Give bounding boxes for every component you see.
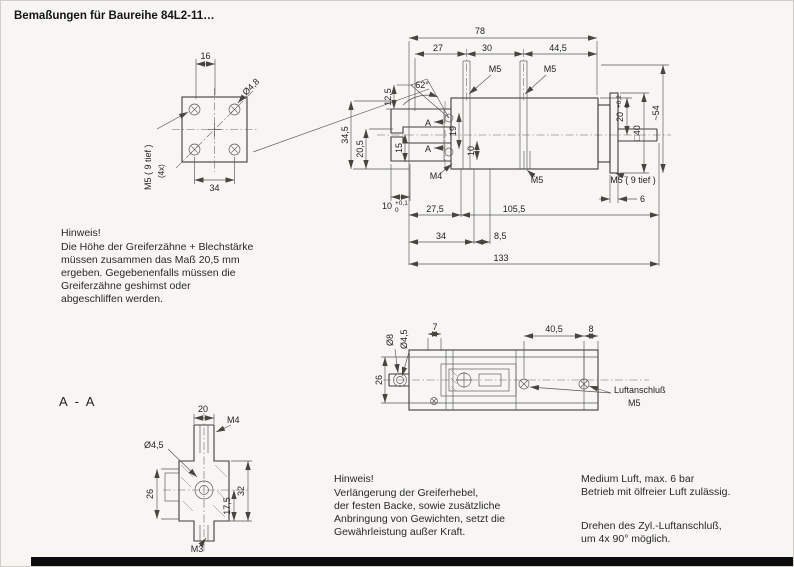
svg-text:0: 0 [624,104,631,108]
dim-15: 15 [394,143,404,153]
dim-10-tol: 10 +0,1 0 [382,200,408,214]
note-gripper-teeth: Hinweis! Die Höhe der Greiferzähne + Ble… [61,227,253,306]
count-4x: (4x) [157,164,166,178]
dia-4-5-section: Ø4,5 [144,440,164,450]
dim-17-5: 17,5 [222,497,232,515]
svg-text:10: 10 [382,201,392,211]
section-mark-a-bottom: A [425,144,431,154]
thread-m5-top-a: M5 [489,64,502,74]
dim-20-section: 20 [198,404,208,414]
dim-27-5: 27,5 [426,204,444,214]
dim-8: 8 [588,324,593,334]
main-geometry [348,35,671,267]
dim-105-5: 105,5 [503,204,526,214]
dim-20-tol: 20 +0,2 0 [615,95,631,122]
air-connection-label: Luftanschluß [614,385,666,395]
note-line: Betrieb mit ölfreier Luft zulässig. [581,486,731,498]
note-line: abgeschliffen werden. [61,293,163,305]
dim-78: 78 [475,26,485,36]
svg-text:0: 0 [395,207,399,214]
note-line: Die Höhe der Greiferzähne + Blechstärke [61,241,254,253]
thread-m5-9tief-right: M5 ( 9 tief ) [610,175,656,185]
section-title: A - A [59,394,96,409]
note-line: ergeben. Gegebenenfalls müssen die [61,267,236,279]
dim-7: 7 [432,322,437,332]
note-line: Verlängerung der Greiferhebel, [334,487,479,499]
dim-26-top-view: 26 [374,375,384,385]
dim-10-vertical: 10 [466,146,476,156]
footer-bar [31,557,793,566]
note-line: Drehen des Zyl.-Luftanschluß, [581,520,722,532]
dim-34: 34 [209,183,219,193]
thread-m5-bottom: M5 [531,175,544,185]
note-line: Medium Luft, max. 6 bar [581,473,695,485]
section-view: A - A [59,394,252,554]
dim-8-5: 8,5 [494,231,507,241]
page-title: Bemaßungen für Baureihe 84L2-11… [14,10,215,22]
dim-20-5: 20,5 [355,140,365,158]
note-heading: Hinweis! [334,473,374,485]
dim-6: 6 [640,194,645,204]
flange-geometry [156,59,430,184]
flange-view: 16 Ø4,8 34 M5 ( 9 tief ) (4x) [143,51,430,193]
dim-34-5: 34,5 [340,126,350,144]
dim-32: 32 [236,486,246,496]
note-heading: Hinweis! [61,227,101,239]
dia-8: Ø8 [385,334,395,346]
svg-text:+0,2: +0,2 [616,95,623,108]
thread-m5-top-b: M5 [544,64,557,74]
section-mark-a-top: A [425,118,431,128]
dim-54: ~54 [651,105,661,120]
dim-34-bottom: 34 [436,231,446,241]
note-line: Anbringung von Gewichten, setzt die [334,513,506,525]
dim-44-5: 44,5 [549,43,567,53]
dia-4-8: Ø4,8 [240,76,261,97]
main-view: 78 27 30 44,5 M5 M5 12,5 62° 20 +0,2 0 □… [340,26,671,267]
note-line: Greiferzähne geshimst oder [61,280,191,292]
dim-sq40: □40 [632,125,642,140]
angle-62: 62° [415,80,429,90]
thread-m4-section: M4 [227,415,240,425]
dim-12-5: 12,5 [383,88,393,106]
dim-40-5: 40,5 [545,324,563,334]
thread-m3: M3 [191,544,204,554]
thread-m4: M4 [430,171,443,181]
dim-30: 30 [482,43,492,53]
dia-4-5-top: Ø4,5 [399,329,409,349]
note-warranty: Hinweis! Verlängerung der Greiferhebel, … [334,473,505,539]
svg-text:+0,1: +0,1 [395,200,408,207]
section-geometry [154,413,252,553]
thread-m5-9tief: M5 ( 9 tief ) [143,144,153,190]
note-line: um 4x 90° möglich. [581,533,671,545]
dim-26-section: 26 [145,489,155,499]
dim-27: 27 [433,43,443,53]
air-connection-thread: M5 [628,398,641,408]
note-line: der festen Backe, sowie zusätzliche [334,500,501,512]
dim-133: 133 [493,253,508,263]
dim-16: 16 [200,51,210,61]
top-geometry [381,331,649,411]
top-view: Ø8 Ø4,5 7 40,5 8 26 Luftanschluß M5 [374,322,666,411]
note-rotation: Drehen des Zyl.-Luftanschluß, um 4x 90° … [581,520,722,546]
note-medium: Medium Luft, max. 6 bar Betrieb mit ölfr… [581,473,730,499]
dim-19: 19 [448,126,458,136]
note-line: müssen zusammen das Maß 20,5 mm [61,254,240,266]
svg-text:20: 20 [615,112,625,122]
note-line: Gewährleistung außer Kraft. [334,526,466,538]
